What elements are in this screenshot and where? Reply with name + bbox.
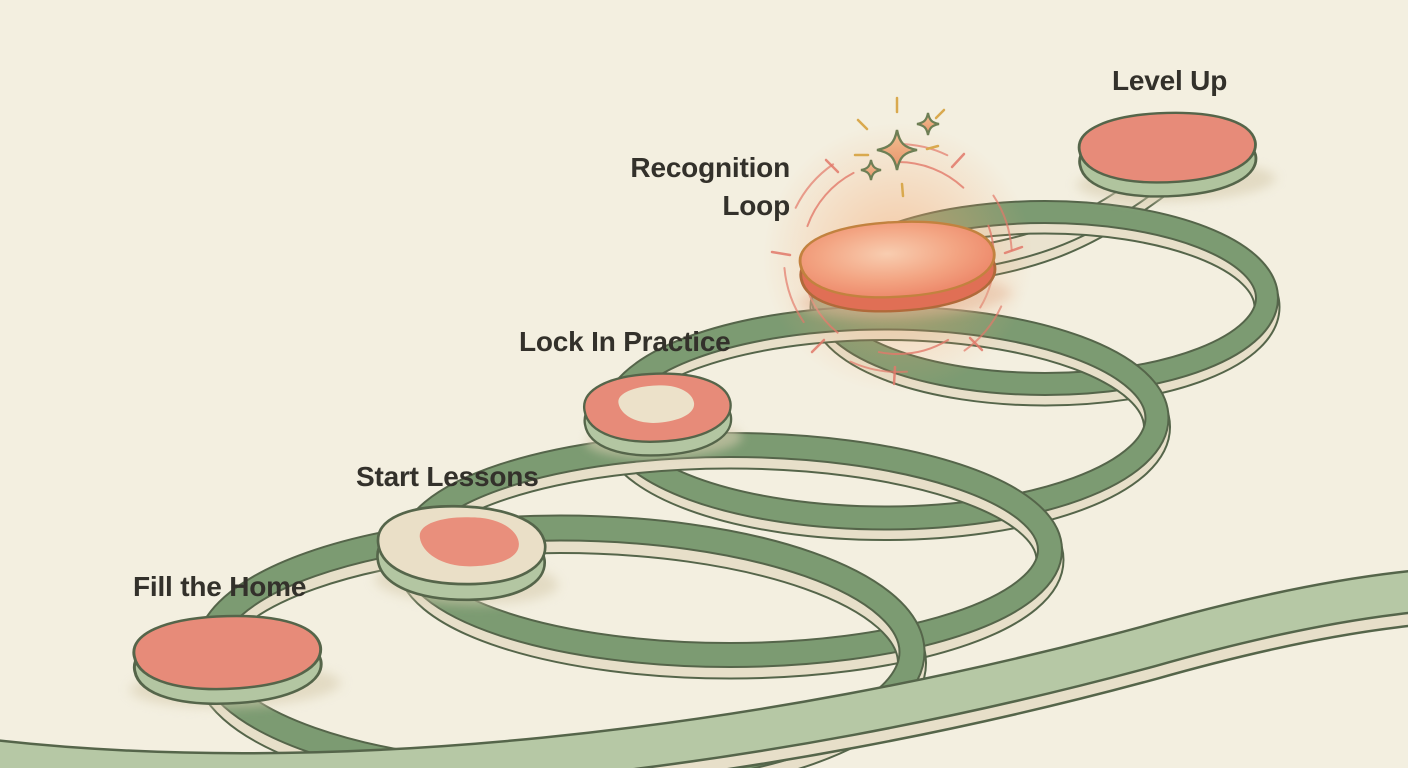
step-label-recognition-loop: Recognition Loop <box>630 152 790 221</box>
step-label-start-lessons: Start Lessons <box>356 461 539 492</box>
sparkle-rays <box>853 96 946 198</box>
stone-start-lessons <box>374 502 559 605</box>
step-label-fill-the-home: Fill the Home <box>133 571 307 602</box>
step-label-level-up: Level Up <box>1112 65 1228 96</box>
spiral-front-sweep <box>0 570 1408 768</box>
stone-level-up <box>1076 108 1276 203</box>
step-label-lock-in-practice: Lock In Practice <box>519 326 731 357</box>
stone-lock-in-practice <box>581 369 743 460</box>
stone-recognition-loop <box>796 215 1012 319</box>
sparkles-icon <box>853 96 946 198</box>
stone-fill-the-home <box>130 611 341 709</box>
radiating-dashes <box>770 152 1024 386</box>
